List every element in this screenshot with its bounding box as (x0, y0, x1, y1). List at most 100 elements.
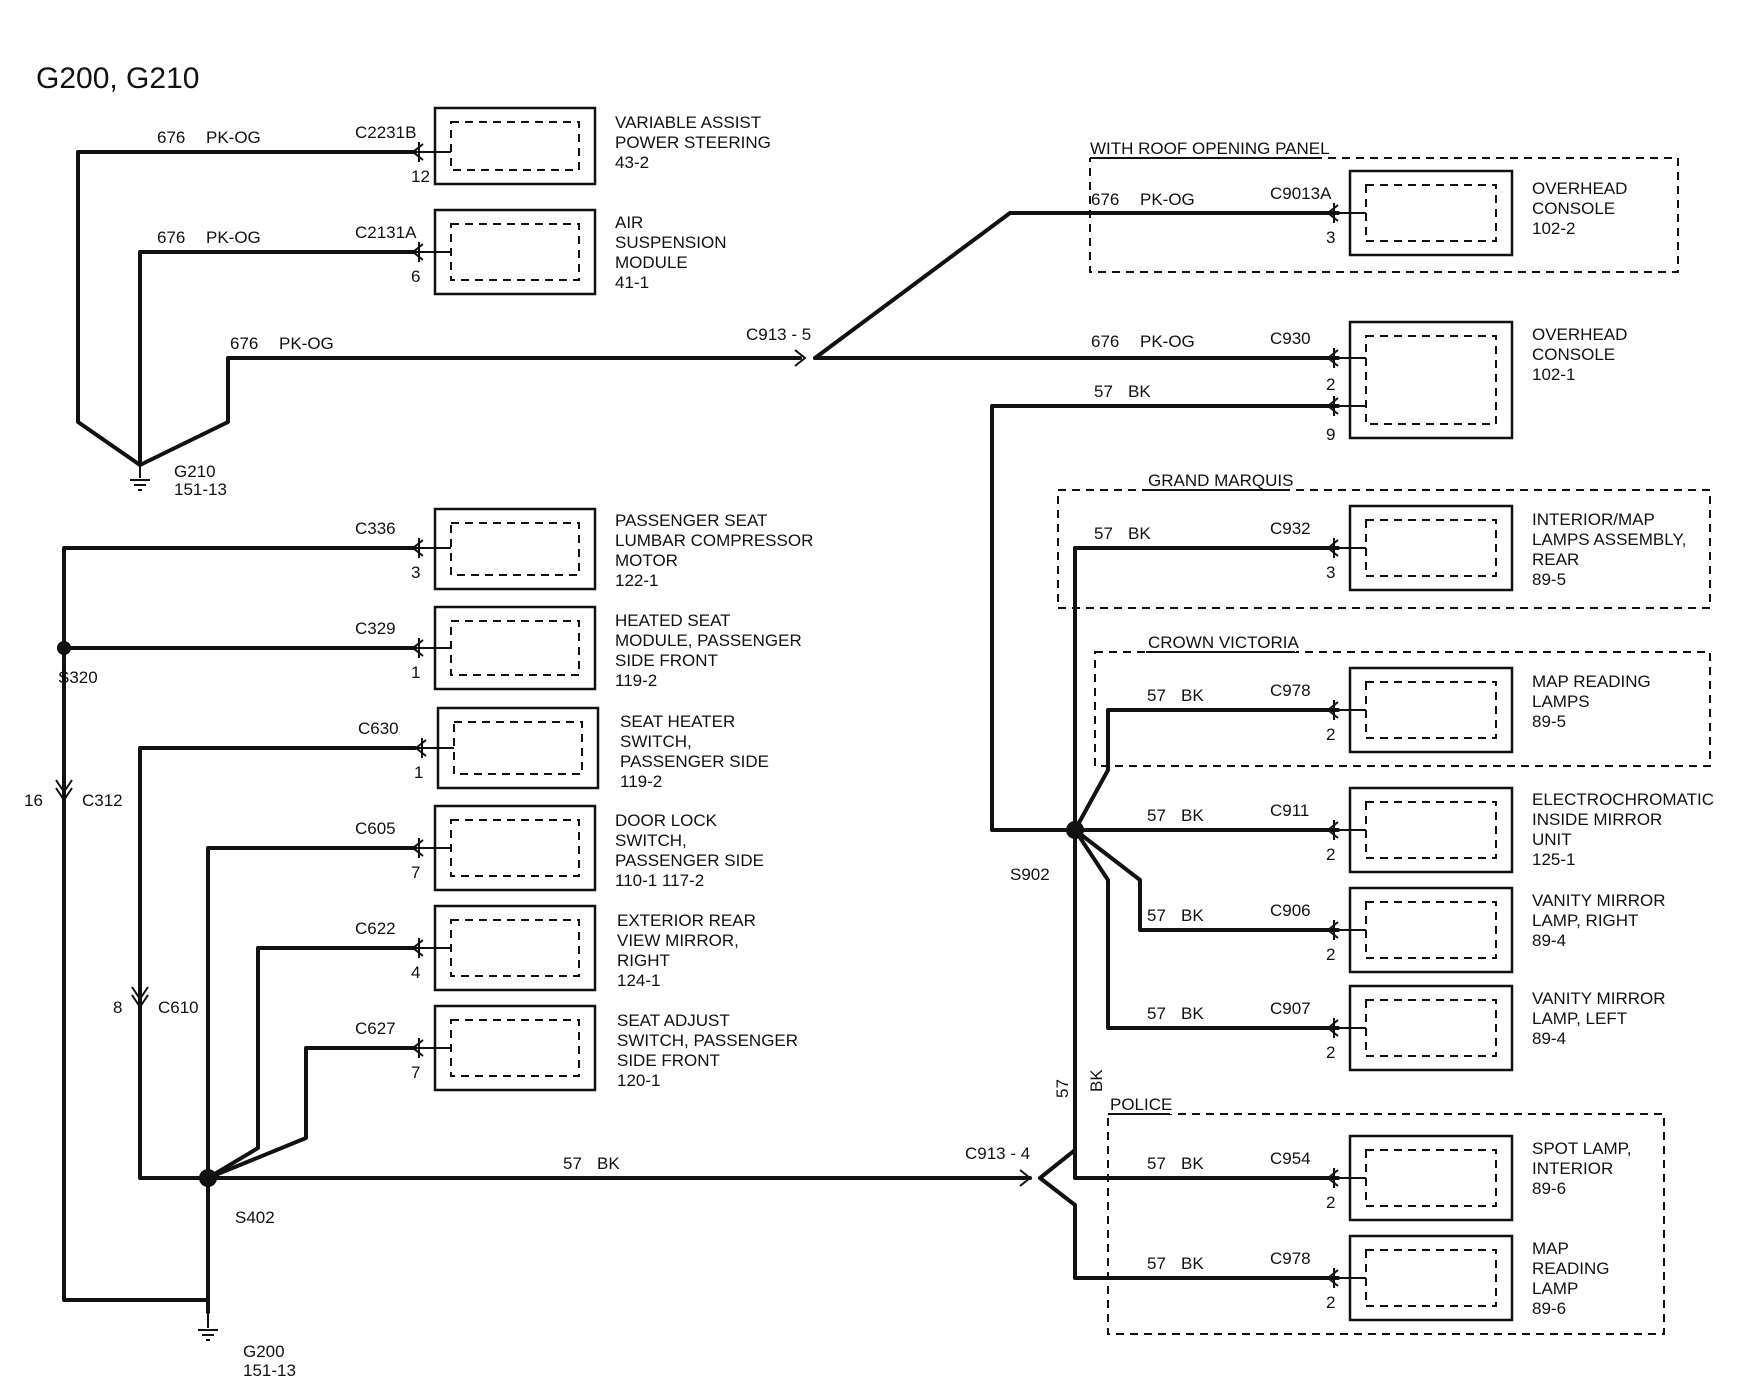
wire-color: PK-OG (279, 334, 334, 353)
pin-number: 7 (411, 863, 420, 882)
component-description-line: LAMP, RIGHT (1532, 911, 1638, 930)
component-box (1348, 320, 1514, 440)
inline-connector-pin: 16 (24, 791, 43, 810)
component-description-line: MAP (1532, 1239, 1569, 1258)
ground-label-g200: G200 (243, 1342, 285, 1361)
component-description-line: AIR (615, 213, 643, 232)
component-box (433, 1004, 597, 1092)
ground-ref-g200: 151-13 (243, 1361, 296, 1380)
component-description-line: 125-1 (1532, 850, 1575, 869)
component-box (433, 904, 597, 992)
component-box (1348, 169, 1514, 257)
component-description-line: SEAT HEATER (620, 712, 735, 731)
component-description-line: VANITY MIRROR (1532, 891, 1666, 910)
component-description-line: PASSENGER SIDE (615, 851, 764, 870)
pin-number: 2 (1326, 1293, 1335, 1312)
pin-number: 12 (411, 167, 430, 186)
component-description-line: PASSENGER SIDE (620, 752, 769, 771)
component-description-line: MAP READING (1532, 672, 1651, 691)
component-box (433, 605, 597, 691)
component-description-line: SPOT LAMP, (1532, 1139, 1632, 1158)
component-box (433, 106, 597, 186)
g210-wiring: G210 151-13 676 PK-OG 676 PK-OG 676 PK-O… (76, 128, 1340, 499)
component-description-line: INSIDE MIRROR (1532, 810, 1662, 829)
pin-number: 9 (1326, 425, 1335, 444)
connector-label: C954 (1270, 1149, 1311, 1168)
component-box (1348, 786, 1514, 874)
g200-wiring: S320 16 C312 8 C610 S402 G200 151-13 57 … (24, 546, 1032, 1380)
wire-color: BK (1087, 1069, 1106, 1092)
component-description-line: 89-4 (1532, 1029, 1566, 1048)
connector-label: C930 (1270, 329, 1311, 348)
pin-number: 1 (414, 763, 423, 782)
component-description-line: EXTERIOR REAR (617, 911, 756, 930)
component-description-line: POWER STEERING (615, 133, 771, 152)
pin-number: 3 (411, 563, 420, 582)
component-description-line: 89-5 (1532, 570, 1566, 589)
option-group-crown-victoria: CROWN VICTORIA (1094, 632, 1711, 767)
connector-label: C2231B (355, 123, 416, 142)
wire-circuit: 676 (230, 334, 258, 353)
component-description-line: INTERIOR/MAP (1532, 510, 1655, 529)
inline-connector-pin: 8 (113, 998, 122, 1017)
component-description-line: 110-1 117-2 (615, 871, 704, 890)
component-description-line: CONSOLE (1532, 345, 1615, 364)
component-description-line: SIDE FRONT (617, 1051, 720, 1070)
connector-label: C336 (355, 519, 396, 538)
wire-circuit: 57 (1147, 806, 1166, 825)
connector-label: C932 (1270, 519, 1311, 538)
pin-number: 3 (1326, 228, 1335, 247)
component-description-line: LAMPS (1532, 692, 1590, 711)
component-box (1348, 1134, 1514, 1222)
component-description-line: READING (1532, 1259, 1609, 1278)
connector-label: C329 (355, 619, 396, 638)
component-description-line: MODULE, PASSENGER (615, 631, 802, 650)
pin-number: 2 (1326, 1043, 1335, 1062)
pin-number: 4 (411, 963, 420, 982)
pin-number: 2 (1326, 845, 1335, 864)
component-description-line: ELECTROCHROMATIC (1532, 790, 1714, 809)
component-internal (450, 522, 580, 576)
wire-circuit: 57 (1147, 906, 1166, 925)
component-box (1348, 1234, 1514, 1322)
connector-label: C630 (358, 719, 399, 738)
wire-circuit: 57 (1147, 1154, 1166, 1173)
component-description-line: 43-2 (615, 153, 649, 172)
option-group-roof: WITH ROOF OPENING PANEL (1088, 138, 1679, 273)
wire-color: BK (597, 1154, 620, 1173)
component-description-line: 41-1 (615, 273, 649, 292)
component-description-line: INTERIOR (1532, 1159, 1613, 1178)
component-description-line: SIDE FRONT (615, 651, 718, 670)
component-description-line: HEATED SEAT (615, 611, 731, 630)
s902-wiring: S902 57 BK 57 BK 57 BK 57 BK 57 BK 57 BK… (990, 382, 1340, 1280)
inline-connector-c610: C610 (158, 998, 199, 1017)
wire-color: PK-OG (1140, 332, 1195, 351)
diagram-title: G200, G210 (36, 62, 199, 95)
wire-color: BK (1128, 524, 1151, 543)
component-box (1348, 886, 1514, 974)
component-description-line: 89-6 (1532, 1179, 1566, 1198)
component-description-line: SWITCH, (615, 831, 687, 850)
connector-label: C627 (355, 1019, 396, 1038)
splice-label-s402: S402 (235, 1208, 275, 1227)
component-box (1348, 666, 1514, 754)
component-description-line: 122-1 (615, 571, 658, 590)
component-description-line: UNIT (1532, 830, 1572, 849)
component-description-line: VARIABLE ASSIST (615, 113, 761, 132)
inline-connector-c913-4: C913 - 4 (965, 1144, 1030, 1163)
component-description-line: LAMPS ASSEMBLY, (1532, 530, 1686, 549)
component-description-line: OVERHEAD (1532, 179, 1627, 198)
wire-circuit: 57 (1094, 382, 1113, 401)
wire-color: PK-OG (206, 128, 261, 147)
ground-ref-g210: 151-13 (174, 480, 227, 499)
